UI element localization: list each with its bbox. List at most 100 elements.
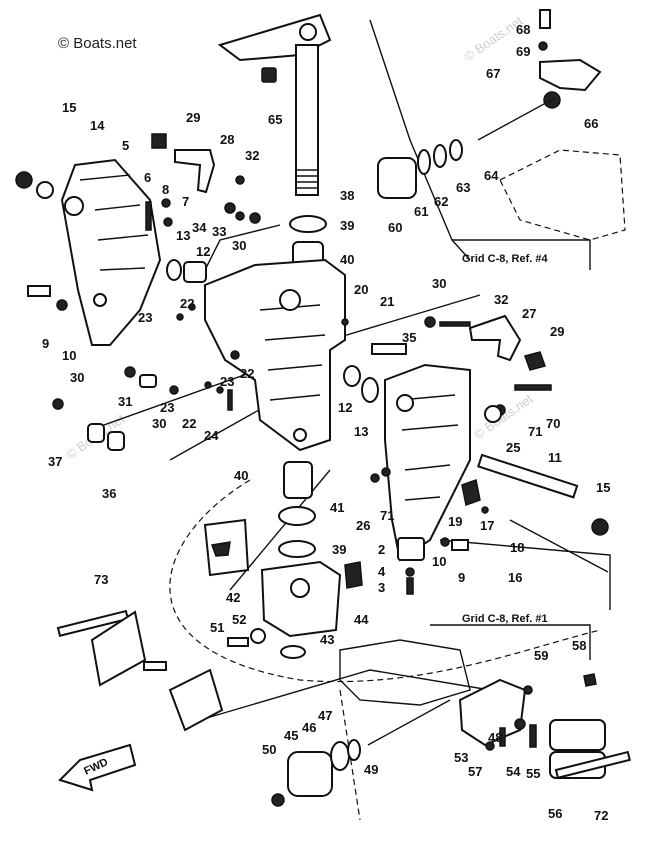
washer-14	[36, 181, 54, 199]
callout-label: 67	[486, 66, 500, 81]
bolt-68	[539, 9, 551, 29]
grid-note-ref4: Grid C-8, Ref. #4	[462, 253, 548, 265]
bolt-side	[143, 661, 167, 671]
callout-label: 9	[458, 570, 465, 585]
bolt-6	[145, 201, 152, 231]
lever-27	[468, 314, 522, 362]
washer-69	[538, 41, 548, 51]
nut-4	[405, 567, 415, 577]
callout-labels: 15 14 5 6 8 7 29 28 32 34 33 30 13 12 22…	[42, 22, 610, 823]
callout-label: 24	[204, 428, 219, 443]
callout-label: 13	[176, 228, 190, 243]
nut-50	[271, 793, 285, 807]
nut-32	[235, 175, 245, 185]
callout-label: 52	[232, 612, 246, 627]
bushing-36a	[87, 423, 105, 443]
mount-53	[458, 678, 527, 747]
cap-19	[461, 479, 481, 506]
callout-label: 71	[380, 508, 394, 523]
bolt-55	[529, 724, 537, 748]
bushing-12	[183, 261, 207, 283]
bolt-51	[227, 637, 249, 647]
callout-label: 23	[138, 310, 152, 325]
nut-23c	[216, 386, 224, 394]
bushing-31	[139, 374, 157, 388]
washer-22b	[204, 381, 212, 389]
callout-label: 15	[62, 100, 76, 115]
pin-35	[371, 343, 407, 355]
callout-label: 69	[516, 44, 530, 59]
callout-label: 62	[434, 194, 448, 209]
bushing-29	[151, 133, 167, 149]
washer-47	[347, 739, 361, 761]
washer-39b	[278, 540, 316, 558]
right-clamp-bracket	[384, 363, 471, 562]
bolt-21	[341, 318, 349, 326]
nut-57	[485, 741, 495, 751]
assembly-lines	[89, 19, 611, 821]
pad-73	[90, 610, 147, 687]
bushing-36b	[107, 431, 125, 451]
bolt-24	[227, 389, 233, 411]
callout-label: 70	[546, 416, 560, 431]
callout-label: 17	[480, 518, 494, 533]
callout-label: 22	[180, 296, 194, 311]
callout-label: 19	[448, 514, 462, 529]
callout-label: 61	[414, 204, 428, 219]
bushing-12b	[343, 365, 361, 387]
callout-label: 4	[378, 564, 386, 579]
callout-label: 30	[70, 370, 84, 385]
callout-label: 9	[42, 336, 49, 351]
callout-label: 28	[220, 132, 234, 147]
block-2	[397, 537, 425, 561]
bracket-67	[539, 58, 602, 92]
washer-33	[235, 211, 245, 221]
callout-label: 15	[596, 480, 610, 495]
callout-label: 11	[548, 450, 562, 465]
callout-label: 30	[152, 416, 166, 431]
callout-label: 34	[192, 220, 207, 235]
callout-label: 32	[494, 292, 508, 307]
callout-label: 39	[340, 218, 354, 233]
washer-37	[52, 398, 64, 410]
callout-label: 71	[528, 424, 542, 439]
bracket-outline	[499, 149, 626, 241]
callout-label: 5	[122, 138, 129, 153]
callout-label: 66	[584, 116, 598, 131]
callout-label: 68	[516, 22, 530, 37]
strip-72	[554, 750, 631, 779]
bushing-25	[484, 405, 502, 423]
washer-59	[523, 685, 533, 695]
rubber-mount-45	[287, 751, 333, 797]
washer-39	[289, 215, 327, 233]
washer-34	[224, 202, 236, 214]
bolt-3	[406, 577, 414, 595]
watermark-faint: © Boats.net	[471, 391, 536, 443]
lower-housing	[339, 639, 471, 706]
callout-label: 32	[245, 148, 259, 163]
bushing-65	[261, 67, 277, 83]
bushing-40b	[283, 461, 313, 499]
callout-label: 64	[484, 168, 499, 183]
callout-label: 50	[262, 742, 276, 757]
callout-label: 23	[220, 374, 234, 389]
bolt-70	[514, 384, 552, 391]
mount-42	[260, 560, 342, 638]
callout-label: 35	[402, 330, 416, 345]
callout-label: 41	[330, 500, 344, 515]
callout-label: 36	[102, 486, 116, 501]
fwd-arrow-icon: FWD	[58, 743, 137, 792]
washer-22	[188, 303, 196, 311]
mount-56	[549, 719, 606, 751]
grid-note-ref1: Grid C-8, Ref. #1	[462, 613, 548, 625]
washer-8	[161, 198, 171, 208]
callout-label: 31	[118, 394, 132, 409]
callout-label: 7	[182, 194, 189, 209]
callout-label: 14	[90, 118, 105, 133]
washer-52	[250, 628, 266, 644]
anode-plate	[168, 668, 224, 732]
callout-label: 22	[240, 366, 254, 381]
bolt-48	[499, 727, 506, 747]
rod-16	[509, 519, 609, 573]
callout-label: 54	[506, 764, 521, 779]
